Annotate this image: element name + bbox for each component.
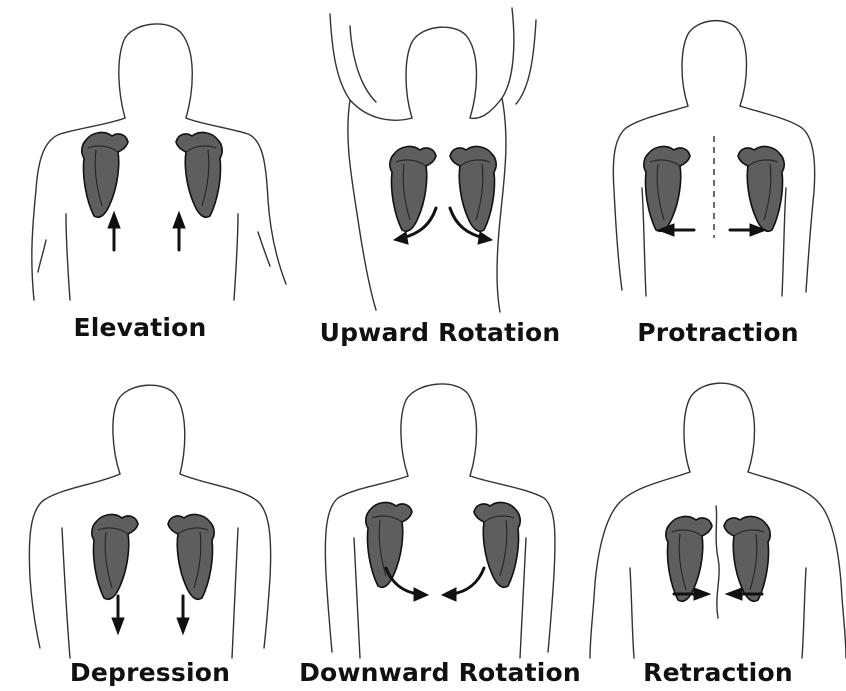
panel-depression: Depression [0, 368, 300, 691]
body-outline [613, 106, 814, 296]
body-outline [590, 472, 846, 658]
head-outline [401, 384, 477, 476]
torso-figure-depression [0, 368, 300, 691]
left-scapula [92, 515, 138, 600]
body-outline [32, 118, 286, 300]
torso-figure-downward-rotation [290, 368, 590, 691]
right-scapula [168, 515, 214, 600]
panel-upward-rotation: Upward Rotation [290, 0, 590, 360]
upward-arrow-right [173, 212, 185, 250]
right-scapula [450, 147, 496, 232]
torso-figure-protraction [590, 0, 846, 345]
right-scapula [176, 133, 222, 218]
left-scapula [644, 147, 690, 232]
panel-retraction: Retraction [590, 368, 846, 691]
left-scapula [82, 133, 128, 218]
head-outline [684, 383, 755, 472]
head-outline [406, 27, 477, 118]
label-elevation: Elevation [0, 313, 280, 342]
label-retraction: Retraction [590, 658, 846, 687]
label-downward-rotation: Downward Rotation [290, 658, 590, 687]
left-scapula [390, 147, 436, 232]
panel-downward-rotation: Downward Rotation [290, 368, 590, 691]
right-scapula [724, 517, 770, 602]
downward-arrow-left [112, 596, 124, 634]
torso-figure-retraction [590, 368, 846, 691]
panel-protraction: Protraction [590, 0, 846, 360]
rotation-arrow-right [442, 568, 484, 601]
label-depression: Depression [0, 658, 300, 687]
body-outline [325, 476, 555, 658]
torso-figure-elevation [0, 0, 280, 345]
head-outline [113, 385, 185, 474]
label-protraction: Protraction [590, 318, 846, 347]
head-outline [682, 21, 747, 106]
panel-elevation: Elevation [0, 0, 280, 345]
body-outline [29, 474, 270, 658]
downward-arrow-right [177, 596, 189, 634]
left-scapula [666, 517, 712, 602]
right-scapula [738, 147, 784, 232]
torso-figure-upward-rotation [290, 0, 590, 345]
label-upward-rotation: Upward Rotation [290, 318, 590, 347]
spine-line [716, 506, 719, 618]
head-outline [119, 24, 192, 118]
upward-arrow-left [108, 212, 120, 250]
